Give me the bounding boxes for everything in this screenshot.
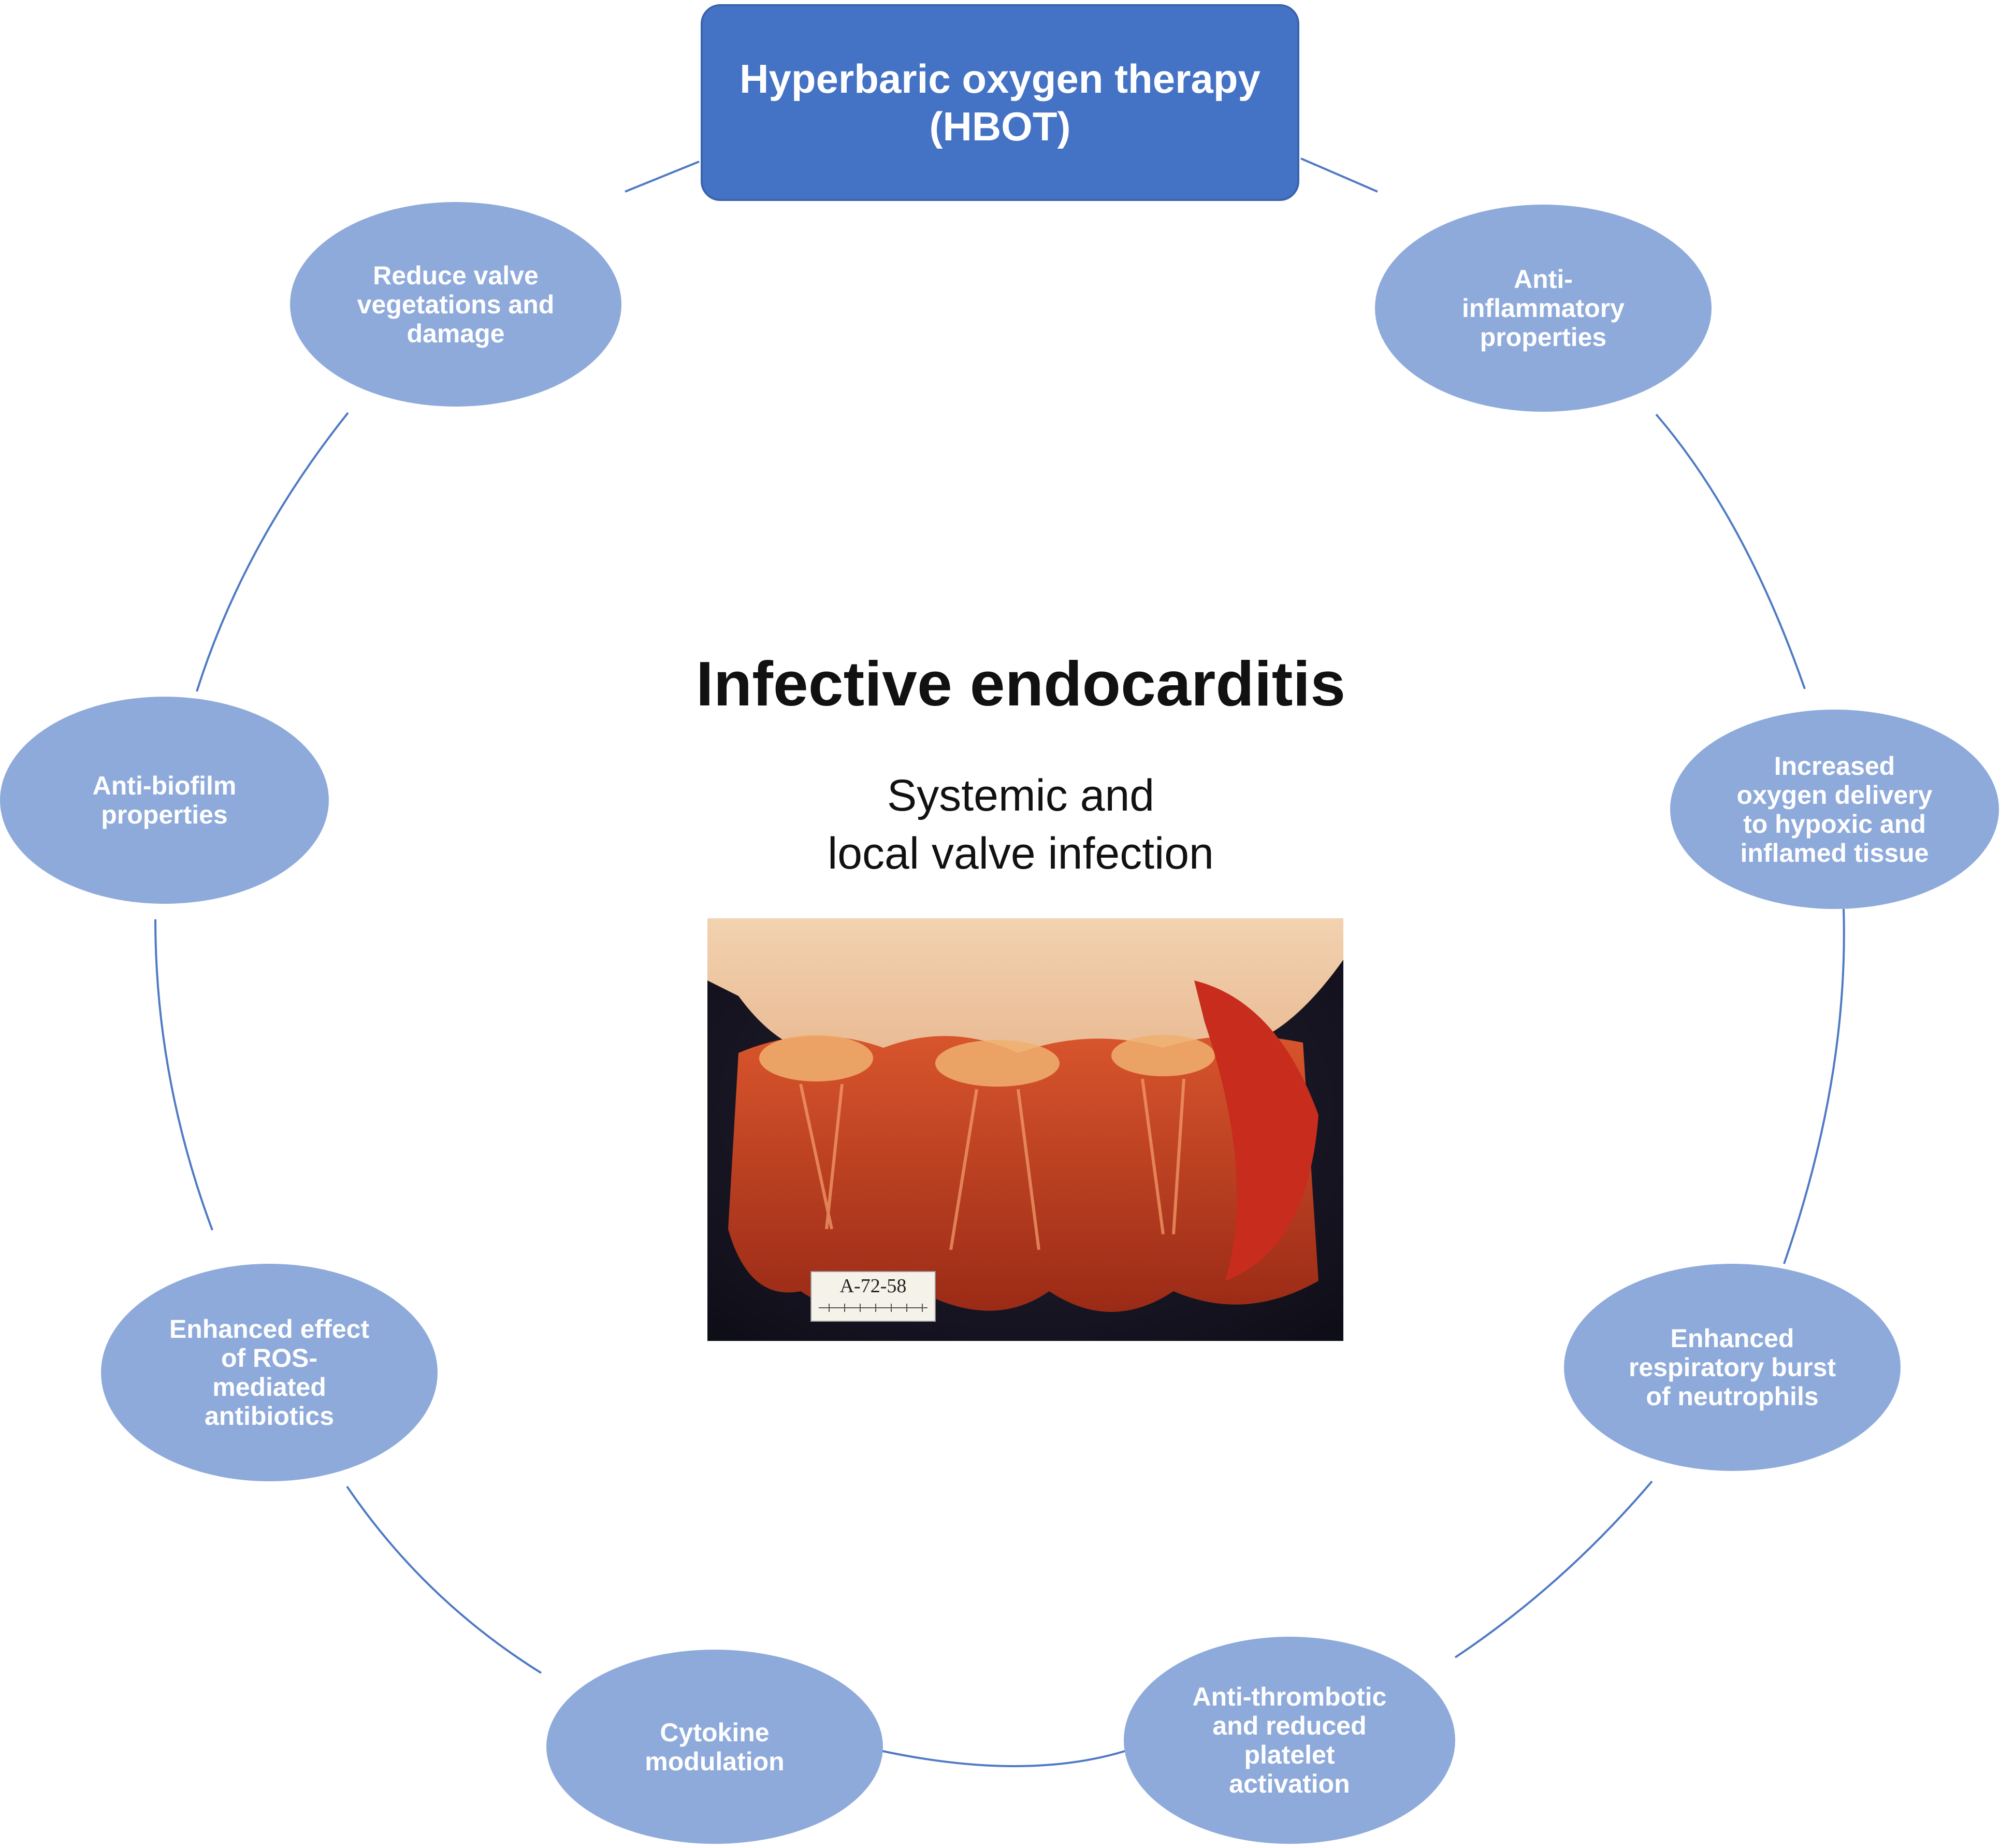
node-oxygen-delivery: Increased oxygen delivery to hypoxic and… — [1670, 710, 1999, 909]
specimen-label-text: A-72-58 — [840, 1275, 907, 1297]
node-cytokine-label: Cytokine modulation — [645, 1717, 785, 1776]
connector-ros-biofilm — [154, 919, 213, 1231]
node-valve-vegetations-label: Reduce valve vegetations and damage — [357, 261, 555, 348]
center-title: Infective endocarditis — [695, 648, 1346, 719]
node-anti-inflammatory: Anti- inflammatory properties — [1375, 205, 1712, 412]
node-anti-inflammatory-label: Anti- inflammatory properties — [1462, 265, 1625, 352]
connector-thrombotic-cytokine — [880, 1750, 1127, 1767]
connector-oxygen-burst — [1783, 908, 1845, 1264]
node-oxygen-delivery-label: Increased oxygen delivery to hypoxic and… — [1736, 751, 1933, 868]
node-anti-biofilm: Anti-biofilm properties — [0, 697, 329, 904]
node-anti-thrombotic: Anti-thrombotic and reduced platelet act… — [1124, 1637, 1455, 1844]
node-anti-thrombotic-label: Anti-thrombotic and reduced platelet act… — [1192, 1682, 1387, 1798]
hbot-box: Hyperbaric oxygen therapy (HBOT) — [701, 4, 1299, 201]
node-respiratory-burst-label: Enhanced respiratory burst of neutrophil… — [1628, 1324, 1836, 1411]
node-cytokine: Cytokine modulation — [546, 1650, 883, 1844]
node-ros-antibiotics: Enhanced effect of ROS- mediated antibio… — [101, 1264, 438, 1481]
heart-valve-photo: A-72-58 — [707, 918, 1343, 1341]
connector-hub-right — [1300, 157, 1378, 193]
connector-biofilm-vegetations — [196, 412, 349, 692]
connector-vegetations-hub — [625, 161, 700, 193]
specimen-label-card — [810, 1271, 936, 1322]
node-ros-antibiotics-label: Enhanced effect of ROS- mediated antibio… — [169, 1315, 370, 1431]
connector-antiinflam-oxygen — [1655, 413, 1806, 689]
node-anti-biofilm-label: Anti-biofilm properties — [92, 771, 237, 829]
connector-cytokine-ros — [346, 1485, 542, 1674]
hbot-label: Hyperbaric oxygen therapy (HBOT) — [740, 56, 1260, 149]
center-subtitle: Systemic and local valve infection — [828, 771, 1214, 878]
node-valve-vegetations: Reduce valve vegetations and damage — [290, 202, 621, 407]
valve-vegetations-visual — [759, 1035, 1215, 1087]
node-respiratory-burst: Enhanced respiratory burst of neutrophil… — [1564, 1264, 1901, 1471]
connector-burst-thrombotic — [1454, 1480, 1653, 1658]
